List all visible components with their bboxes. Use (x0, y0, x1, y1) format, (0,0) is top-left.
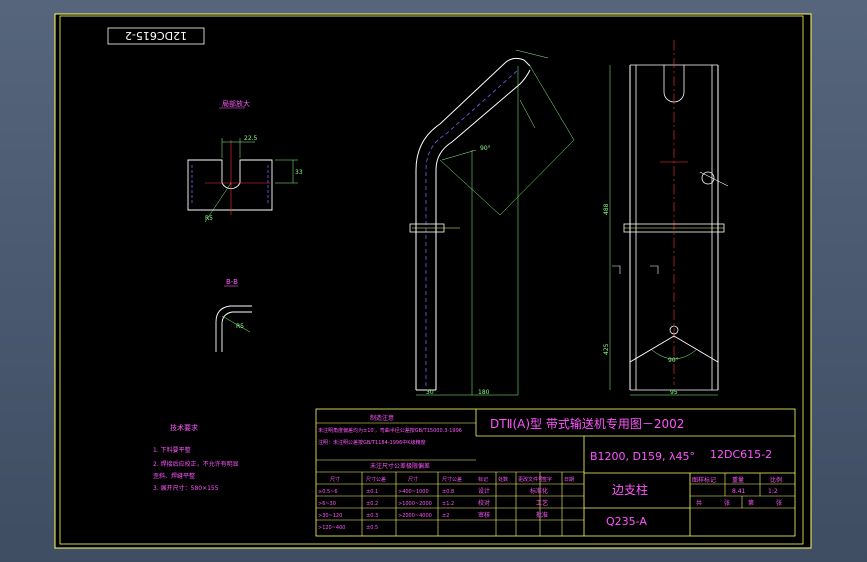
section-profile (215, 305, 252, 352)
part-name: 边支柱 (612, 482, 648, 497)
tech-req-line-3: 歪斜、焊缝平整 (153, 472, 195, 480)
sign-row-1: 设计 (478, 487, 490, 495)
sign-row-5: 工艺 (536, 499, 548, 507)
detail-view-slot: 22.5 33 R5 (187, 135, 303, 223)
sheet-total-label: 共 (696, 499, 702, 507)
sheet-no-unit: 张 (776, 499, 782, 507)
sign-row-2: 校对 (478, 499, 490, 507)
sign-h5: 日期 (564, 477, 574, 483)
bent-column-view: 90° 30 180 (409, 49, 575, 396)
sign-row-3: 审核 (478, 511, 490, 519)
sign-h4: 签字 (542, 476, 552, 483)
slot-height-dim: 33 (295, 169, 303, 176)
side-column-view: 90° 488 425 95 (603, 40, 729, 396)
tol-r3c4: ±2 (442, 513, 449, 519)
tol-r4c2: ±0.5 (366, 525, 378, 531)
sheet-total-unit: 张 (724, 499, 730, 507)
drawing-number-box (107, 27, 205, 45)
column-offset-dim: 180 (478, 389, 490, 396)
detail-view-label: 局部放大 (222, 99, 250, 108)
side-width-dim: 95 (670, 389, 678, 396)
side-lower-dim: 425 (603, 343, 610, 355)
tol-r1c4: ±0.8 (442, 489, 454, 495)
section-radius-dim: R5 (236, 323, 244, 330)
tech-req-line-4: 3. 展开尺寸：580×155 (153, 484, 219, 492)
slot-width-dim: 22.5 (244, 135, 258, 142)
scale-value: 1:2 (768, 488, 778, 495)
tech-requirements: 技术要求 1. 下料要平整 2. 焊接后应校正，不允许有明显 歪斜、焊缝平整 3… (153, 423, 239, 492)
sign-h3: 更改文件号 (518, 476, 543, 483)
drawing-canvas (55, 14, 811, 548)
tol-r2c3: >1000~2000 (398, 501, 432, 507)
tol-h2: 尺寸公差 (366, 476, 386, 483)
notes-line-1: 未注明角度偏差均为±10′，弯曲半径公差按GB/T15000.3-1996 (318, 427, 462, 434)
tol-r3c2: ±0.3 (366, 513, 378, 519)
section-label: B-B (226, 278, 238, 286)
sign-h2: 处数 (498, 476, 508, 483)
material: Q235-A (606, 515, 647, 528)
tol-h3: 尺寸 (408, 476, 418, 483)
tol-h1: 尺寸 (330, 476, 340, 483)
sign-row-4: 标准化 (530, 487, 548, 495)
sign-h1: 标记 (478, 476, 488, 483)
slot-radius-dim: R5 (205, 215, 213, 222)
tol-r2c4: ±1.2 (442, 501, 454, 507)
tech-req-line-1: 1. 下料要平整 (153, 446, 191, 454)
title-block: DTⅡ(A)型 带式输送机专用图－2002 B1200, D159, λ45° … (315, 408, 796, 537)
tech-req-title: 技术要求 (170, 423, 198, 432)
notes-line-2: 注明：未注明公差按GB/T1184-1996中K级精度 (318, 439, 426, 446)
scale-head-1: 图样标记 (692, 476, 716, 484)
outer-border (54, 13, 812, 549)
sign-row-6: 批准 (536, 511, 548, 519)
tol-r1c2: ±0.1 (366, 489, 378, 495)
tol-h4: 尺寸公差 (442, 476, 462, 483)
tol-r1c3: >400~1000 (398, 489, 429, 495)
tol-r2c1: >6~30 (318, 501, 336, 507)
tol-title: 未注尺寸公差极限偏差 (370, 462, 430, 470)
tol-r3c3: >2000~4000 (398, 513, 432, 519)
title-header: DTⅡ(A)型 带式输送机专用图－2002 (490, 416, 684, 431)
scale-head-2: 重量 (732, 476, 744, 484)
spec-text: B1200, D159, λ45° (590, 450, 695, 463)
tech-req-line-2: 2. 焊接后应校正，不允许有明显 (153, 460, 239, 468)
tol-r3c1: >30~120 (318, 513, 342, 519)
notes-title: 制造注意 (370, 414, 394, 422)
v-notch-angle-dim: 90° (668, 357, 679, 364)
bend-angle-dim: 90° (480, 145, 491, 152)
tol-r2c2: ±0.2 (366, 501, 378, 507)
tol-r1c1: ≥0.5~6 (318, 489, 338, 495)
scale-head-3: 比例 (770, 476, 782, 484)
inner-border (59, 15, 804, 545)
drawing-code: 12DC615-2 (710, 448, 772, 461)
drawing-number-tag: 12DC615-2 (125, 29, 187, 42)
tol-r4c1: >120~400 (318, 525, 345, 531)
side-height-dim: 488 (603, 203, 610, 215)
weight-value: 8.41 (732, 488, 746, 495)
sheet-no-label: 第 (748, 499, 754, 507)
column-width-dim: 30 (426, 389, 434, 396)
